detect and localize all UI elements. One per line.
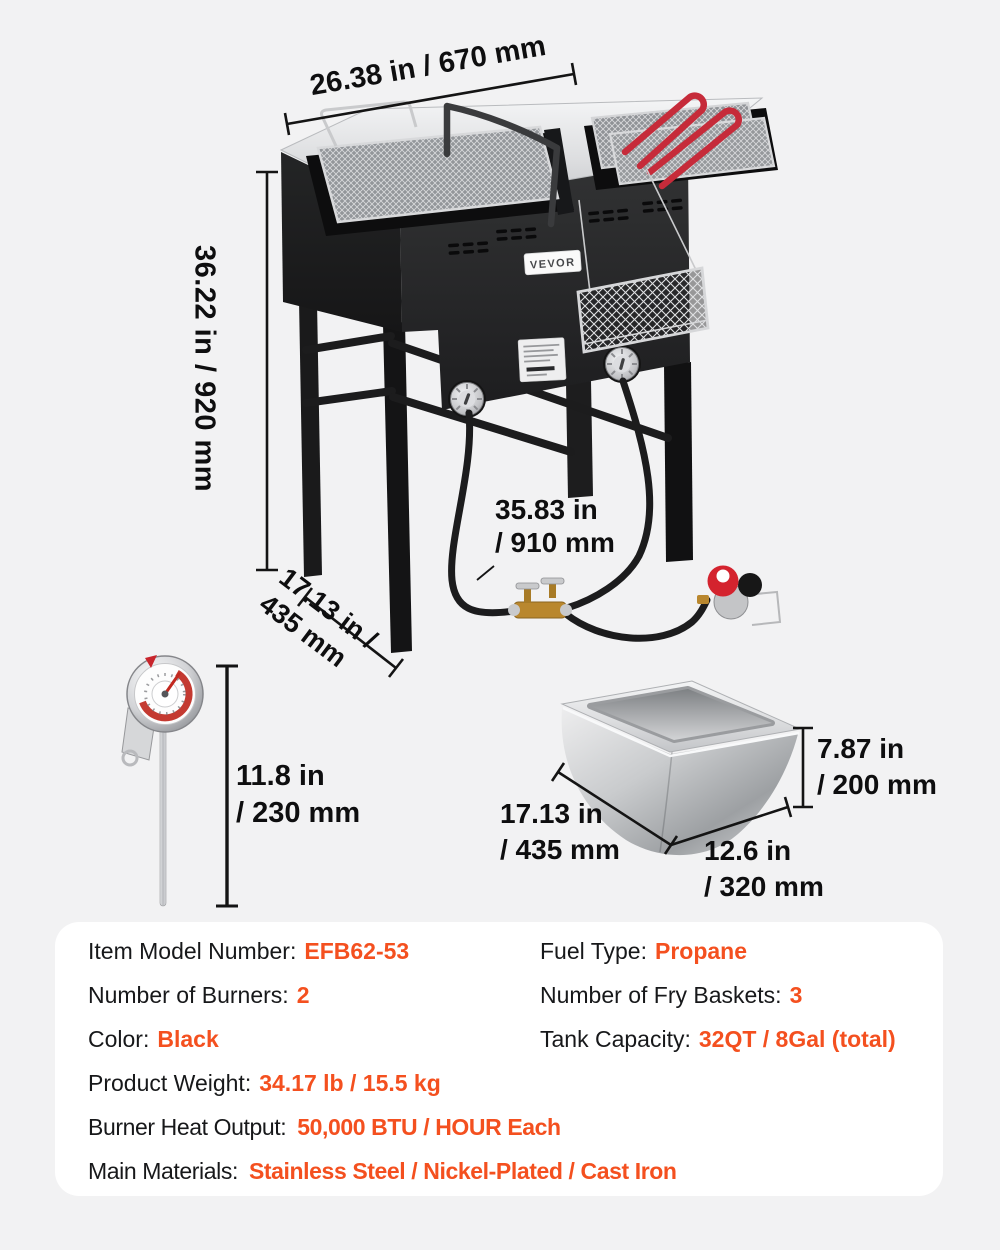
dim-line-pan-height	[793, 726, 813, 809]
dimension-lines	[216, 62, 813, 908]
spec-row-color: Color: Black	[88, 1026, 540, 1053]
vent-slots	[448, 198, 683, 255]
center-lift-handle	[443, 102, 561, 228]
fry-basket-left	[316, 100, 560, 224]
spec-label-baskets: Number of Fry Baskets:	[540, 981, 782, 1008]
basket-handle-wire	[320, 100, 418, 147]
spec-row-heat: Burner Heat Output: 50,000 BTU / HOUR Eac…	[88, 1114, 919, 1141]
dim-label-pan-height-line2: / 200 mm	[817, 769, 937, 800]
spec-label-burners: Number of Burners:	[88, 981, 289, 1008]
dim-label-hose-line1: 35.83 in	[495, 494, 598, 525]
thermometer-set-pointer	[145, 655, 157, 668]
burner-knob-left	[448, 380, 486, 418]
spec-row-weight: Product Weight: 34.17 lb / 15.5 kg	[88, 1070, 919, 1097]
dim-label-hose-length: 35.83 in / 910 mm	[495, 493, 615, 559]
dim-line-thermometer	[216, 664, 238, 908]
thermometer-illustration	[121, 655, 204, 907]
dim-label-pan-depth: 12.6 in / 320 mm	[704, 833, 824, 905]
spec-row-tank: Tank Capacity: 32QT / 8Gal (total)	[540, 1026, 919, 1053]
basket-red-handles	[621, 92, 742, 190]
dim-label-pan-depth-line2: / 320 mm	[704, 871, 824, 902]
gas-regulator	[697, 565, 782, 626]
fryer-illustration: VEVOR	[279, 92, 782, 653]
spec-value-materials: Stainless Steel / Nickel-Plated / Cast I…	[248, 1157, 677, 1184]
brand-plate-text: VEVOR	[530, 256, 576, 271]
stand-legs	[299, 300, 693, 653]
spec-panel: Item Model Number: EFB62-53 Fuel Type: Pro…	[55, 922, 943, 1196]
gas-hoses	[448, 377, 711, 642]
well-divider	[544, 128, 574, 215]
spec-value-model: EFB62-53	[304, 937, 410, 964]
spec-row-model: Item Model Number: EFB62-53	[88, 938, 540, 965]
dim-leader-hose	[476, 565, 495, 581]
dim-line-top-width	[283, 62, 578, 136]
dim-label-hose-line2: / 910 mm	[495, 527, 615, 558]
spec-row-baskets: Number of Fry Baskets: 3	[540, 982, 919, 1009]
spec-label-model: Item Model Number:	[88, 937, 297, 964]
dim-label-thermometer-line1: 11.8 in	[236, 760, 325, 792]
dim-label-thermometer-length: 11.8 in / 230 mm	[236, 758, 360, 832]
spec-label-color: Color:	[88, 1025, 150, 1052]
spec-label-tank: Tank Capacity:	[540, 1025, 691, 1052]
dim-label-stand-height-text: 36.22 in / 920 mm	[188, 245, 221, 493]
spec-value-color: Black	[157, 1025, 219, 1052]
warning-label	[517, 337, 567, 383]
spec-label-materials: Main Materials:	[88, 1157, 238, 1184]
spec-row-materials: Main Materials: Stainless Steel / Nickel-…	[88, 1158, 919, 1185]
thermometer-dial	[126, 655, 204, 733]
spec-row-fuel: Fuel Type: Propane	[540, 938, 919, 965]
dim-line-height	[256, 170, 278, 572]
gas-valve-manifold	[508, 577, 572, 619]
pan-illustration	[560, 680, 802, 856]
spec-label-fuel: Fuel Type:	[540, 937, 647, 964]
dim-label-pan-height-line1: 7.87 in	[817, 733, 905, 764]
spec-value-tank: 32QT / 8Gal (total)	[698, 1025, 896, 1052]
spec-value-baskets: 3	[789, 981, 803, 1008]
dim-line-depth	[296, 587, 405, 678]
spec-label-heat: Burner Heat Output:	[88, 1113, 287, 1140]
dim-label-pan-width: 17.13 in / 435 mm	[500, 796, 620, 868]
dim-label-stand-height: 36.22 in / 920 mm	[178, 170, 230, 568]
spec-value-heat: 50,000 BTU / HOUR Each	[297, 1113, 561, 1140]
dim-label-pan-depth-line1: 12.6 in	[704, 835, 792, 866]
brand-plate: VEVOR	[523, 249, 582, 276]
spec-row-burners: Number of Burners: 2	[88, 982, 540, 1009]
spec-label-weight: Product Weight:	[88, 1069, 252, 1096]
side-hanging-basket	[576, 169, 710, 354]
thermometer-stem	[159, 727, 167, 907]
dim-line-pan-depth	[670, 796, 793, 847]
spec-value-fuel: Propane	[654, 937, 748, 964]
burner-knob-right	[603, 345, 641, 383]
dim-label-pan-height: 7.87 in / 200 mm	[817, 731, 937, 803]
spec-value-burners: 2	[296, 981, 310, 1008]
thermometer-needle	[163, 672, 181, 696]
dim-label-pan-width-line2: / 435 mm	[500, 834, 620, 865]
spec-value-weight: 34.17 lb / 15.5 kg	[259, 1069, 441, 1096]
dim-label-pan-width-line1: 17.13 in	[500, 798, 603, 829]
dim-label-thermometer-line2: / 230 mm	[236, 797, 361, 829]
